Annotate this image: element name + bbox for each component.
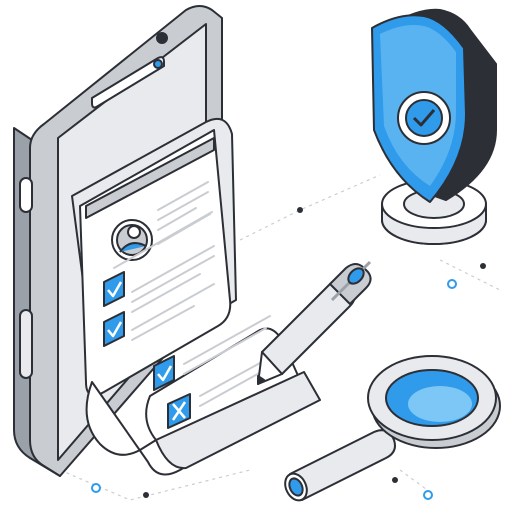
check-icon — [157, 365, 173, 382]
shield-badge-inner — [405, 99, 443, 137]
scroll-curl-edge — [155, 371, 321, 470]
checkbox-checked-1 — [103, 271, 125, 307]
magnifier-handle-cap — [288, 477, 304, 497]
pen-tip — [257, 351, 283, 385]
magnifier-lens-highlight — [408, 386, 472, 422]
security-shield — [371, 8, 497, 245]
pen — [257, 260, 372, 385]
check-icon — [107, 281, 123, 298]
avatar-shoulders — [119, 242, 147, 253]
phone-button-power — [19, 309, 33, 379]
avatar-head — [127, 225, 141, 239]
checkbox-crossed — [167, 393, 191, 429]
scroll-bottom-curl — [85, 327, 303, 476]
check-icon — [412, 109, 436, 127]
checkbox-checked-3 — [153, 355, 175, 391]
phone-camera — [156, 32, 168, 44]
connector-dot — [480, 263, 486, 269]
pen-nib — [257, 375, 265, 385]
connector-dot — [392, 477, 398, 483]
cross-icon — [171, 401, 187, 421]
connector-dot-blue — [91, 483, 101, 493]
connector-dot — [143, 492, 149, 498]
connector-dot — [297, 207, 303, 213]
document-header-bar — [85, 137, 215, 219]
phone-speaker — [91, 56, 165, 109]
checklist — [103, 271, 191, 429]
magnifier-handle — [289, 429, 396, 501]
connector-dot-blue — [423, 490, 433, 500]
phone-sensor — [153, 59, 163, 69]
connector-dots — [91, 207, 486, 500]
phone-button-volume — [19, 177, 33, 213]
checkbox-checked-2 — [103, 311, 125, 347]
magnifying-glass — [284, 355, 501, 502]
avatar — [111, 219, 153, 261]
connector-lines — [59, 174, 501, 501]
check-icon — [107, 321, 123, 338]
pen-cap-end — [347, 267, 365, 285]
connector-dot-blue — [447, 279, 457, 289]
